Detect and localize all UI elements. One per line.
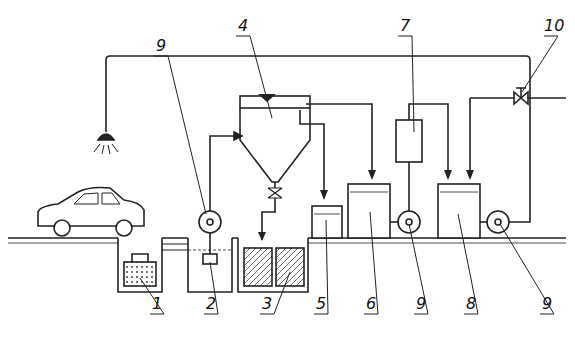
leader-lines-part (364, 212, 378, 314)
filter-7-part (409, 104, 448, 178)
leader-lines-part (140, 278, 164, 314)
car-part (54, 220, 70, 236)
sludge-pipes-part (300, 110, 324, 198)
tank-8-part (466, 170, 474, 180)
leader-lines-part (522, 36, 558, 92)
hydrocyclone-part (268, 188, 282, 198)
spray-nozzle (94, 134, 118, 154)
callout-number: 5 (316, 296, 326, 312)
ground-line-part (8, 237, 566, 239)
pump-right-part (487, 211, 509, 233)
pump-right (106, 56, 530, 233)
pit-3 (238, 238, 308, 292)
pit-3-part (238, 238, 308, 292)
leader-lines-part (204, 262, 218, 314)
tank-5-part (314, 214, 340, 215)
callout-number: 9 (156, 38, 166, 54)
callout-number: 6 (366, 296, 376, 312)
pit-1-part (132, 254, 148, 262)
pit-2-part (209, 232, 211, 254)
filter-7-part (396, 120, 422, 162)
tank-5-part (312, 206, 342, 238)
pit-3-part (276, 248, 304, 286)
leader-lines-part (154, 56, 206, 214)
callout-number: 10 (544, 18, 564, 34)
sludge-pipes-part (306, 104, 372, 178)
tank-5 (312, 206, 342, 238)
pump-left-part (207, 219, 213, 225)
tank-6-part (348, 184, 390, 238)
tank-6-part (350, 192, 388, 193)
fresh-water-valve-part (516, 88, 526, 98)
leader-lines-part (236, 36, 272, 118)
pit-3-part (244, 248, 272, 286)
pit-1-part (124, 262, 156, 286)
pit-1 (118, 238, 188, 292)
callout-number: 1 (152, 296, 162, 312)
tank-6 (348, 184, 390, 238)
tank-8-part (469, 98, 471, 178)
pump-right-part (480, 221, 487, 223)
pump-middle-part (390, 221, 398, 223)
pump-right-part (106, 56, 530, 222)
pit-1-part (162, 244, 188, 250)
leader-lines-part (409, 224, 428, 314)
pump-left-part (199, 211, 221, 233)
pump-middle (390, 162, 420, 233)
car (38, 188, 144, 237)
filter-7 (396, 104, 452, 180)
tank-8-part (438, 184, 480, 238)
sludge-pipes-part (368, 170, 376, 180)
car-part (74, 193, 120, 204)
spray-nozzle-part (98, 134, 114, 140)
hydrocyclone-part (258, 232, 266, 241)
hydrocyclone-part (240, 96, 310, 108)
callout-number: 9 (542, 296, 552, 312)
leader-lines-part (500, 224, 554, 314)
leader-lines-part (260, 272, 290, 314)
callout-number: 3 (262, 296, 272, 312)
pump-middle-part (398, 211, 420, 233)
fresh-water-valve (470, 88, 566, 104)
callout-number: 4 (238, 18, 248, 34)
callout-number: 2 (206, 296, 216, 312)
leader-lines-part (314, 220, 328, 314)
callout-number: 8 (466, 296, 476, 312)
pump-left (199, 132, 242, 233)
tank-8-part (440, 192, 478, 193)
car-part (116, 220, 132, 236)
pit-1-part (118, 238, 162, 292)
pump-middle-part (408, 162, 410, 211)
pump-left-part (210, 136, 240, 211)
callout-number: 7 (400, 18, 410, 34)
spray-nozzle-part (94, 144, 118, 154)
filter-7-part (444, 170, 452, 180)
leader-lines (140, 36, 558, 314)
ground-line-part (8, 243, 566, 244)
hydrocyclone-part (274, 182, 276, 188)
ground-line (8, 238, 566, 243)
leader-lines-part (398, 36, 414, 132)
leader-lines-part (458, 214, 478, 314)
callout-number: 9 (416, 296, 426, 312)
sludge-pipes-part (320, 190, 328, 200)
